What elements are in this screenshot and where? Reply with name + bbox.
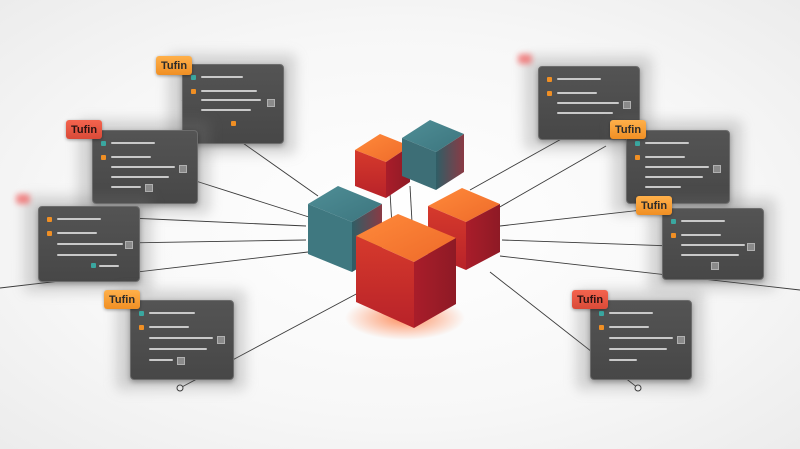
cube-small-red (355, 134, 410, 198)
connector-line (499, 255, 800, 291)
tufin-badge: Tufin (156, 56, 193, 75)
policy-card-6: Tufin (610, 120, 742, 214)
policy-card-1: Tufin (156, 54, 296, 154)
connector-line (501, 239, 673, 247)
connector-line (129, 217, 307, 227)
policy-card-2: Tufin (66, 120, 210, 214)
connector-line (497, 145, 607, 209)
connector-line (0, 251, 309, 289)
policy-card-7: Tufin (636, 196, 776, 290)
cube-small-teal (402, 120, 464, 190)
blurred-badge (518, 54, 532, 64)
tufin-badge: Tufin (610, 120, 647, 139)
connector-node (176, 384, 184, 392)
policy-card-3 (16, 194, 152, 292)
tufin-badge: Tufin (66, 120, 103, 139)
tufin-badge: Tufin (572, 290, 609, 309)
cube-large-red (356, 214, 456, 328)
tufin-badge: Tufin (636, 196, 673, 215)
connector-line (179, 175, 313, 219)
blurred-badge (16, 194, 30, 204)
connector-node (634, 384, 642, 392)
connector-line (499, 209, 643, 227)
policy-card-4: Tufin (104, 290, 246, 390)
tufin-badge: Tufin (104, 290, 141, 309)
policy-card-8: Tufin (572, 290, 704, 390)
connector-line (409, 185, 413, 223)
